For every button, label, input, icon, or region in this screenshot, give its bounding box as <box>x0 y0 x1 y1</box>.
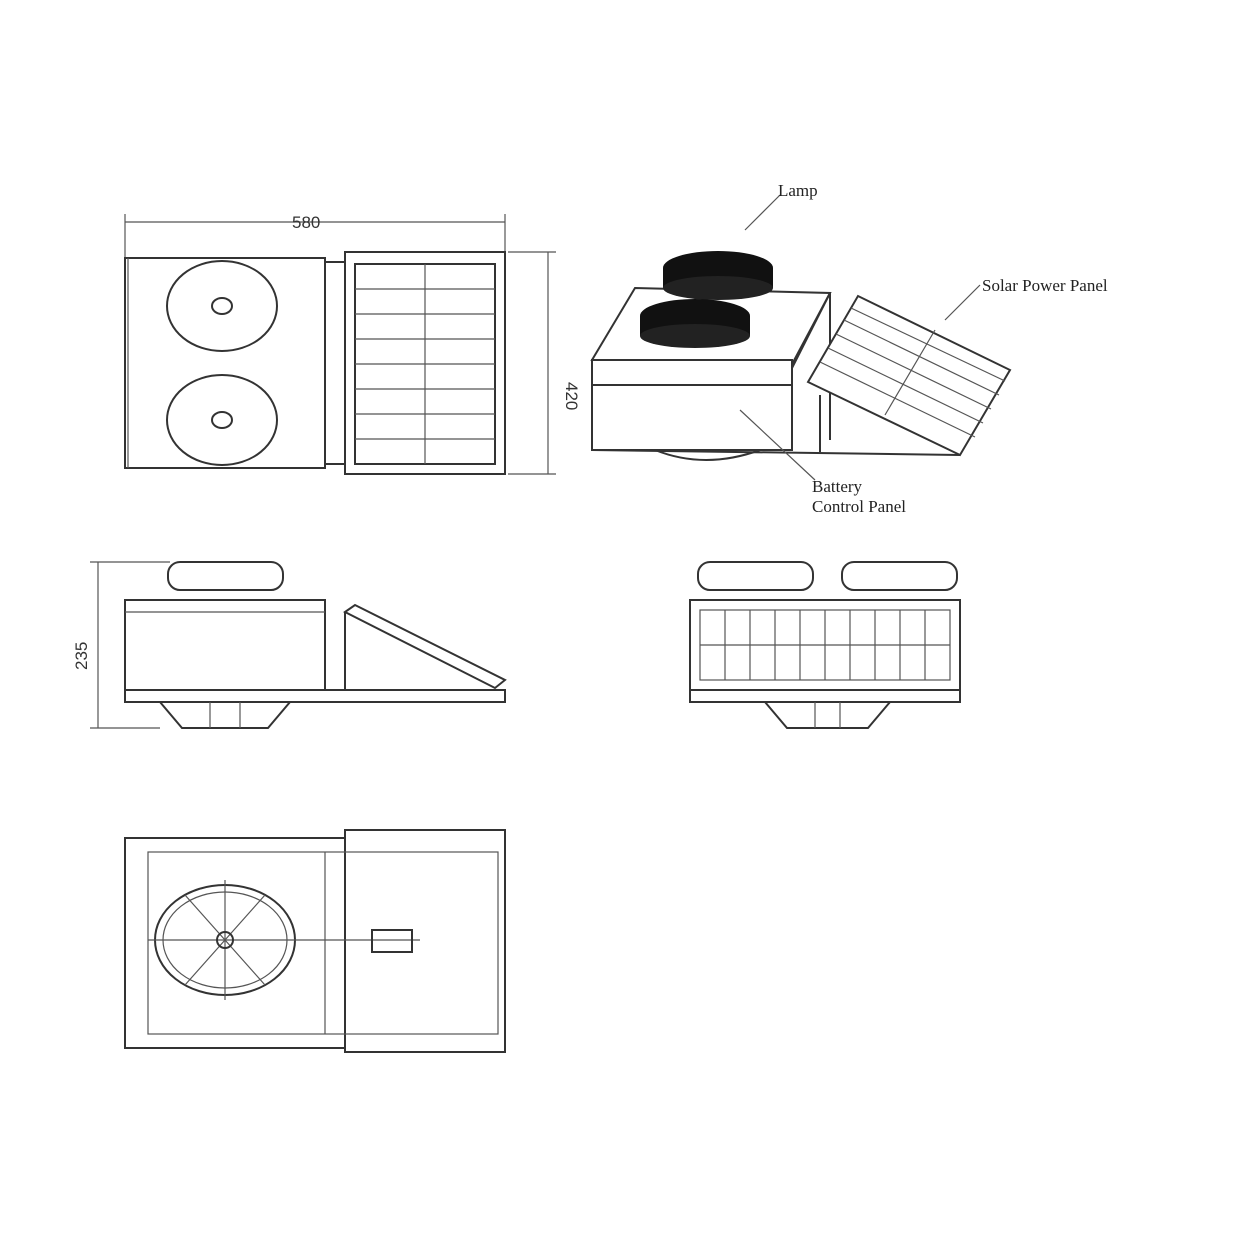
callout-lamp: Lamp <box>778 181 818 200</box>
bottom-view <box>124 829 506 1053</box>
isometric-view: Lamp Solar Power Panel Battery Control P… <box>590 181 1108 516</box>
dim-width: 580 <box>292 213 320 232</box>
front-view <box>689 561 961 729</box>
callout-battery: Battery <box>812 477 863 496</box>
dim-depth: 235 <box>72 642 91 670</box>
top-view: 580 420 <box>124 213 581 475</box>
callout-control-panel: Control Panel <box>812 497 906 516</box>
side-view: 235 <box>72 561 507 729</box>
dim-height: 420 <box>562 382 581 410</box>
callout-solar-panel: Solar Power Panel <box>982 276 1108 295</box>
